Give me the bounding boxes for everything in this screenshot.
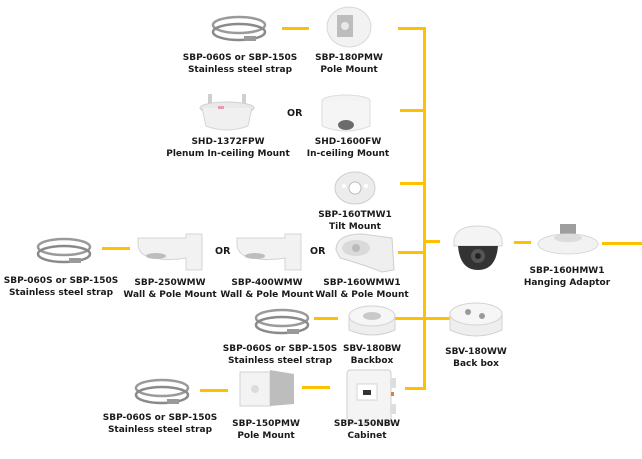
model-desc: Pole Mount [237, 431, 295, 441]
wall-mount-250-icon [137, 233, 203, 271]
connector-trunk-to-camera [424, 240, 440, 243]
label-strap-top: SBP-060S or SBP-150S Stainless steel str… [183, 52, 297, 76]
connector-branch-tilt [400, 182, 425, 185]
model-desc: Plenum In-ceiling Mount [166, 149, 290, 159]
model-desc: Stainless steel strap [187, 65, 293, 75]
model-desc: Cabinet [347, 431, 387, 441]
connector-branch-cabinet [405, 387, 425, 390]
stainless-strap-icon [36, 237, 92, 264]
label-wall-160: SBP-160WMW1 Wall & Pole Mount [315, 277, 408, 301]
model-name: SBP-180PMW [315, 53, 383, 63]
label-plenum: SHD-1372FPW Plenum In-ceiling Mount [166, 136, 290, 160]
plenum-mount-icon [199, 94, 255, 131]
model-desc: Stainless steel strap [227, 356, 333, 366]
stainless-strap-icon [211, 15, 267, 42]
connector-branch-pole-180 [398, 27, 425, 30]
connector-strap-bot-to-pole-150 [200, 389, 228, 392]
label-backbox-ww: SBV-180WW Back box [445, 346, 507, 370]
label-cabinet: SBP-150NBW Cabinet [334, 418, 400, 442]
model-name: SBP-060S or SBP-150S [3, 276, 119, 286]
connector-trunk-vertical [423, 27, 426, 390]
connector-branch-inceiling [400, 109, 425, 112]
label-hanging: SBP-160HMW1 Hanging Adaptor [524, 265, 610, 289]
pole-mount-150-icon [239, 370, 294, 407]
model-desc: Pole Mount [320, 65, 378, 75]
tilt-mount-icon [334, 171, 376, 205]
model-desc: Tilt Mount [328, 222, 381, 232]
or-label: OR [310, 246, 326, 257]
label-tilt: SBP-160TMW1 Tilt Mount [318, 209, 392, 233]
model-name: SBP-160TMW1 [318, 210, 392, 220]
label-strap-mid: SBP-060S or SBP-150S Stainless steel str… [223, 343, 337, 367]
model-name: SBV-180BW [342, 344, 402, 354]
model-desc: Back box [453, 359, 499, 369]
model-name: SBP-250WMW [134, 278, 206, 288]
wall-mount-400-icon [236, 233, 302, 271]
connector-strap-top-to-pole-180 [282, 27, 309, 30]
label-pole-150: SBP-150PMW Pole Mount [232, 418, 300, 442]
model-desc: Stainless steel strap [8, 288, 114, 298]
model-name: SHD-1372FPW [191, 137, 265, 147]
hanging-adaptor-icon [537, 224, 599, 255]
label-backbox-180: SBV-180BW Backbox [343, 343, 401, 367]
connector-branch-backbox [362, 317, 468, 320]
connector-strap-mid-to-backbox [314, 317, 338, 320]
model-name: SBP-150PMW [232, 419, 300, 429]
model-desc: Wall & Pole Mount [123, 290, 217, 300]
label-strap-left: SBP-060S or SBP-150S Stainless steel str… [4, 275, 118, 299]
backbox-ww-icon [449, 302, 503, 337]
stainless-strap-icon [254, 308, 310, 335]
label-wall-250: SBP-250WMW Wall & Pole Mount [123, 277, 216, 301]
model-desc: In-ceiling Mount [306, 149, 390, 159]
model-desc: Backbox [350, 356, 394, 366]
model-name: SBP-060S or SBP-150S [182, 53, 298, 63]
model-name: SBV-180WW [445, 347, 507, 357]
model-name: SBP-400WMW [231, 278, 303, 288]
model-desc: Stainless steel strap [107, 425, 213, 435]
pole-mount-180-icon [326, 6, 372, 48]
connector-camera-to-hanging [514, 241, 531, 244]
backbox-180-icon [348, 305, 396, 336]
label-wall-400: SBP-400WMW Wall & Pole Mount [220, 277, 313, 301]
model-name: SBP-160WMW1 [323, 278, 401, 288]
label-pole-180: SBP-180PMW Pole Mount [315, 52, 383, 76]
connector-branch-wall [398, 251, 425, 254]
model-name: SBP-160HMW1 [529, 266, 605, 276]
model-desc: Wall & Pole Mount [220, 290, 314, 300]
model-name: SBP-060S or SBP-150S [102, 413, 218, 423]
model-name: SHD-1600FW [314, 137, 382, 147]
label-strap-bot: SBP-060S or SBP-150S Stainless steel str… [103, 412, 217, 436]
model-desc: Wall & Pole Mount [315, 290, 409, 300]
model-name: SBP-060S or SBP-150S [222, 344, 338, 354]
connector-hanging-to-right [602, 242, 642, 245]
stainless-strap-icon [134, 378, 190, 405]
dome-camera-icon [453, 225, 503, 270]
cabinet-icon [346, 369, 396, 425]
model-desc: Hanging Adaptor [523, 278, 611, 288]
or-label: OR [287, 108, 303, 119]
connector-strap-left-to-wall-250 [102, 247, 130, 250]
wall-mount-160-icon [335, 233, 395, 273]
connector-pole-150-to-cabinet [302, 386, 330, 389]
or-label: OR [215, 246, 231, 257]
model-name: SBP-150NBW [333, 419, 401, 429]
label-inceiling: SHD-1600FW In-ceiling Mount [307, 136, 389, 160]
inceiling-mount-icon [321, 94, 371, 132]
